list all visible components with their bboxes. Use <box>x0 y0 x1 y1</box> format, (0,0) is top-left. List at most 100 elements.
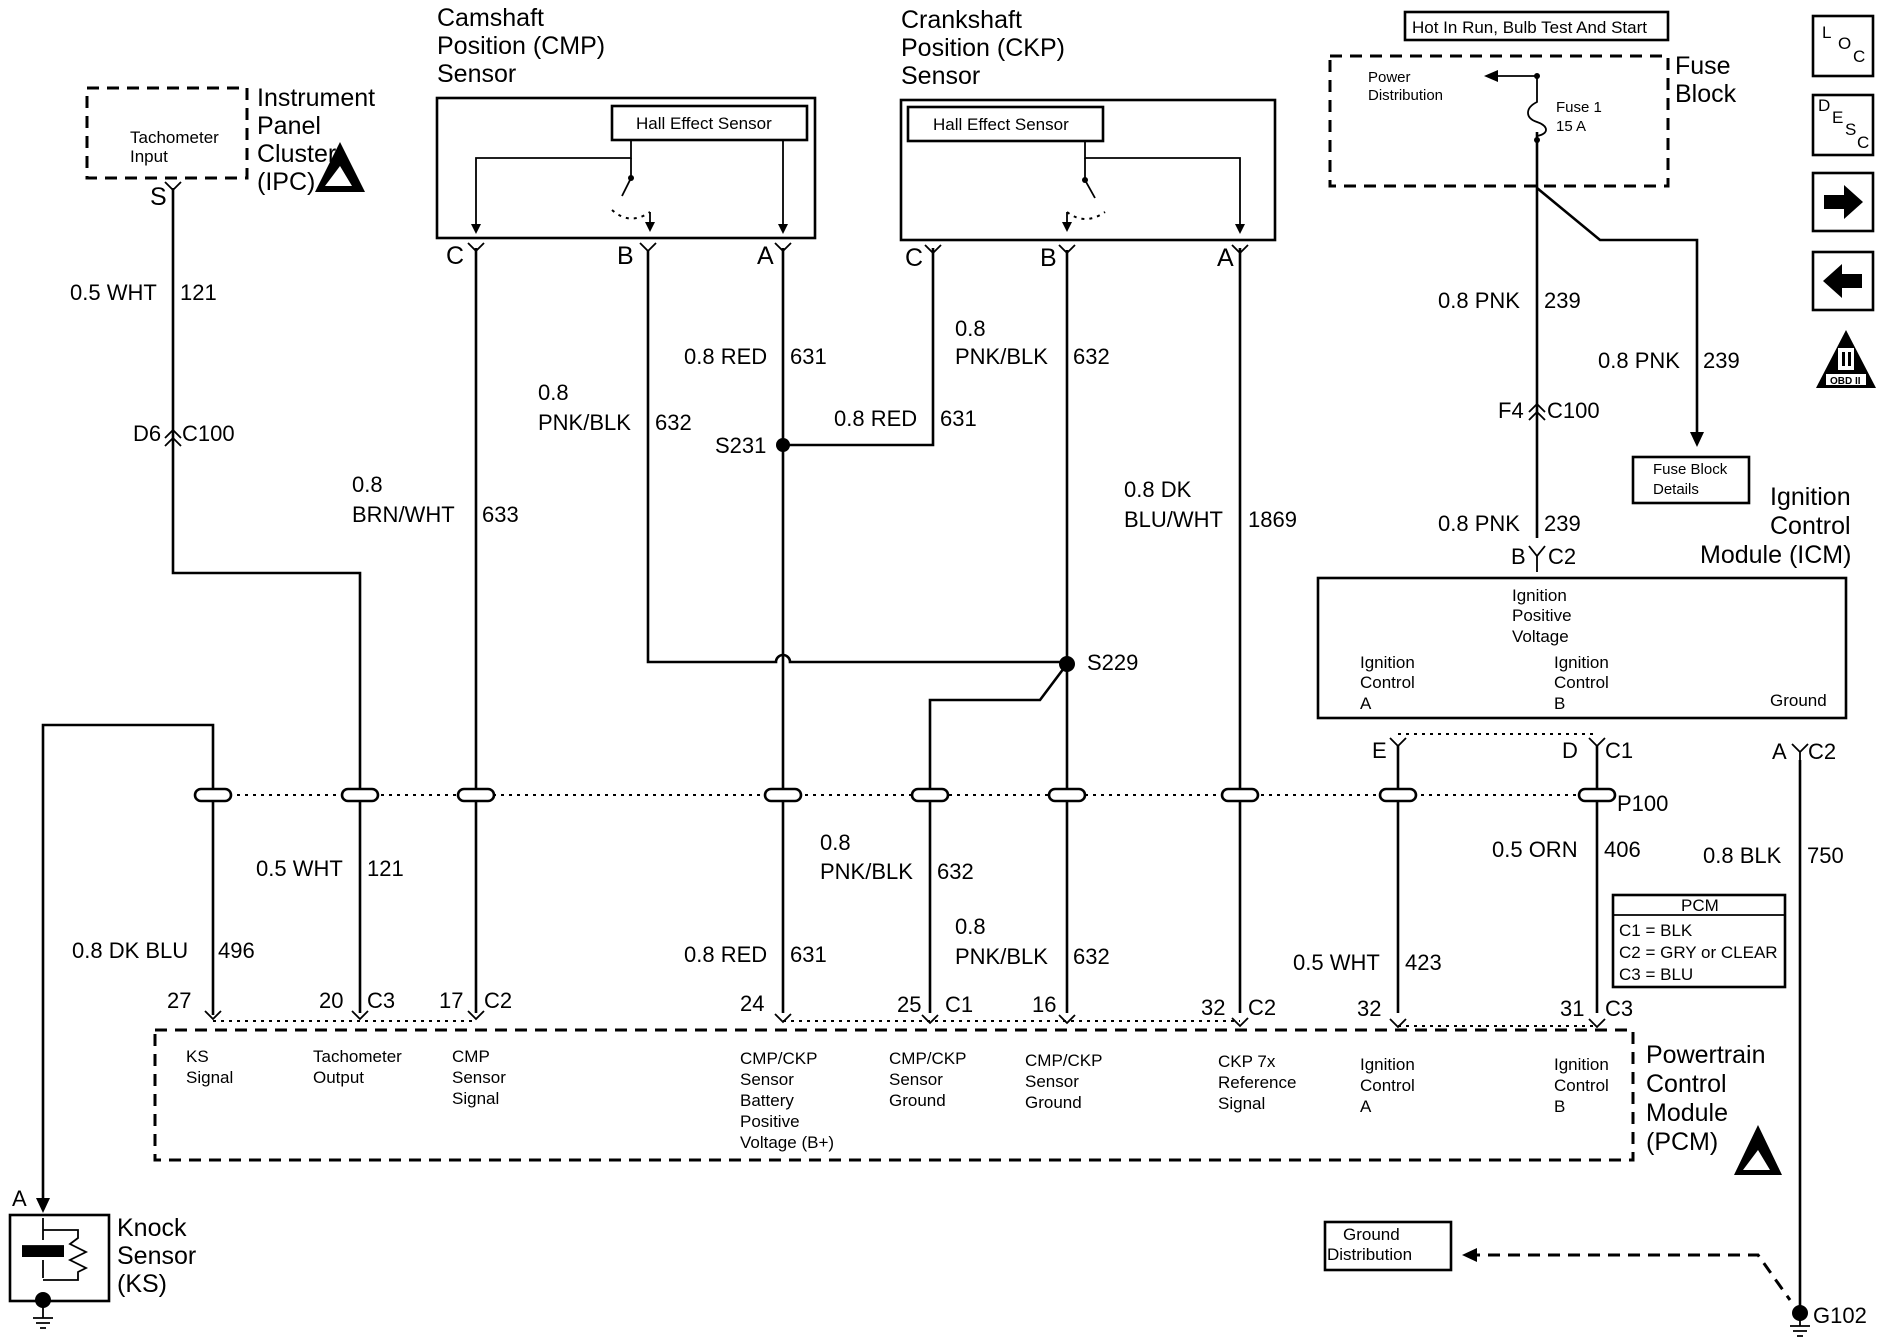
pcm-pin-label: Voltage (B+) <box>740 1133 834 1152</box>
wire-ckp-ref-color-1: 0.8 DK <box>1124 477 1192 502</box>
pcm-name-4: (PCM) <box>1646 1128 1718 1156</box>
cmp-name-3: Sensor <box>437 60 516 88</box>
wire-icm-ground-color: 0.8 BLK <box>1703 843 1782 868</box>
ipc-name-3: Cluster <box>257 140 336 168</box>
cmp-hall-label: Hall Effect Sensor <box>636 114 772 133</box>
pcm-pin-label: CKP 7x <box>1218 1052 1276 1071</box>
pcm-pin-label: KS <box>186 1047 209 1066</box>
pcm-pin-label: Sensor <box>452 1068 506 1087</box>
ipc-name-4: (IPC) <box>257 168 315 196</box>
pcm-pin-conn: C3 <box>1605 996 1633 1021</box>
ckp-hall <box>906 105 1105 143</box>
pcm-legend-row-2: C2 = GRY or CLEAR <box>1619 943 1778 962</box>
pcm-pin-label: Signal <box>186 1068 233 1087</box>
loc-icon[interactable] <box>1811 14 1875 78</box>
pcm-esd-warning-icon <box>1734 1125 1782 1175</box>
conn-p100: P100 <box>1617 791 1668 816</box>
pcm-name-2: Control <box>1646 1070 1727 1098</box>
pcm-pin-label: Sensor <box>889 1070 943 1089</box>
conn-f4-c100 <box>1528 402 1546 421</box>
conn-c100b: C100 <box>1547 398 1600 423</box>
conn-icm-a: A <box>1772 739 1787 764</box>
wire-cmp-signal-color-1: 0.8 <box>352 472 383 497</box>
wire-gnd-c1-color-1: 0.8 <box>820 830 851 855</box>
esd-warning-icon <box>315 142 365 192</box>
fuse-block-name-1: Fuse <box>1675 52 1731 80</box>
arrow-power <box>1484 70 1498 82</box>
wire-ks <box>41 723 215 1200</box>
conn-icm-c2b: C2 <box>1808 739 1836 764</box>
conn-icm-c2: C2 <box>1548 544 1576 569</box>
ground-icon <box>1790 1313 1810 1337</box>
wire-icm-feed-upper-color: 0.8 PNK <box>1438 288 1520 313</box>
pcm-pin-number: 24 <box>740 991 764 1016</box>
wire-cmp-ground-color-1: 0.8 <box>538 380 569 405</box>
wire-icm-b-color: 0.5 ORN <box>1492 837 1578 862</box>
wire-bplus-lower-color: 0.8 RED <box>684 942 767 967</box>
cmp-int-c <box>475 140 632 228</box>
splice-s231 <box>776 438 790 452</box>
pin-icm-d <box>1588 737 1606 748</box>
pcm-pin-label: Sensor <box>1025 1072 1079 1091</box>
ks-name-3: (KS) <box>117 1270 167 1298</box>
ckp-int-a <box>1084 141 1241 228</box>
pin-icm-a <box>1791 743 1809 760</box>
conn-icm-e: E <box>1372 738 1387 763</box>
ipc-inner-2: Input <box>130 147 168 166</box>
pcm-pin-number: 25 <box>897 992 921 1017</box>
desc-icon[interactable] <box>1811 93 1875 157</box>
fuse-label-2: 15 A <box>1556 118 1586 135</box>
pcm-pin-label: Ground <box>889 1091 946 1110</box>
wire-icm-b-circuit: 406 <box>1604 837 1641 862</box>
ground-dist-2: Distribution <box>1327 1245 1412 1264</box>
icm-ipv-3: Voltage <box>1512 627 1569 646</box>
c100-connectors: D6 C100 F4 C100 <box>133 398 1600 447</box>
wire-ipc-upper-color: 0.5 WHT <box>70 280 157 305</box>
pcm-pin-label: Battery <box>740 1091 794 1110</box>
pcm-legend-row-3: C3 = BLU <box>1619 965 1693 984</box>
pcm-pin-label: A <box>1360 1097 1372 1116</box>
pin-icm-b <box>1528 545 1546 572</box>
wire-gnd-c1-color-2: PNK/BLK <box>820 859 913 884</box>
icm-ipv-2: Positive <box>1512 606 1572 625</box>
pcm-pin-conn: C1 <box>945 992 973 1017</box>
wire-cmp-signal-circuit: 633 <box>482 502 519 527</box>
cmp-hall <box>610 104 809 142</box>
pcm-pin-label: B <box>1554 1097 1565 1116</box>
icm-ground-label: Ground <box>1770 691 1827 710</box>
wire-cmp-ground-circuit: 632 <box>655 410 692 435</box>
wire-bplus-ckp-color: 0.8 RED <box>834 406 917 431</box>
cmp-pin-c: C <box>446 242 464 270</box>
pcm-pin-label: Signal <box>1218 1094 1265 1113</box>
desc-e: E <box>1832 108 1843 127</box>
wire-bplus-ckp <box>783 248 935 447</box>
wire-icm-ground-circuit: 750 <box>1807 843 1844 868</box>
pcm-pin-connector <box>1231 1017 1249 1028</box>
ground-dist-1: Ground <box>1343 1225 1400 1244</box>
conn-c100: C100 <box>182 421 235 446</box>
pcm-pin-number: 31 <box>1560 996 1584 1021</box>
pcm-pin-label: Reference <box>1218 1073 1296 1092</box>
pcm-pin-links <box>213 1020 1597 1027</box>
pcm-pin-connector <box>1058 1014 1076 1025</box>
loc-c: C <box>1853 47 1865 66</box>
splice-s229-label: S229 <box>1087 650 1138 675</box>
ckp-pin-c: C <box>905 244 923 272</box>
ipc-box <box>85 86 249 180</box>
icm-icb-3: B <box>1554 694 1565 713</box>
pcm-pin-label: Signal <box>452 1089 499 1108</box>
ks-element <box>22 1246 64 1257</box>
ground-label: G102 <box>1813 1303 1867 1328</box>
side-icons: L O C D E S C OBD II <box>1811 14 1876 388</box>
pcm-pin-conn: C2 <box>484 988 512 1013</box>
pcm-pin-label: Ignition <box>1554 1055 1609 1074</box>
splice-s229 <box>1059 656 1075 672</box>
pcm-pin-label: Ground <box>1025 1093 1082 1112</box>
wire-icm-a-circuit: 423 <box>1405 950 1442 975</box>
wire-ckp-ref-circuit: 1869 <box>1248 507 1297 532</box>
